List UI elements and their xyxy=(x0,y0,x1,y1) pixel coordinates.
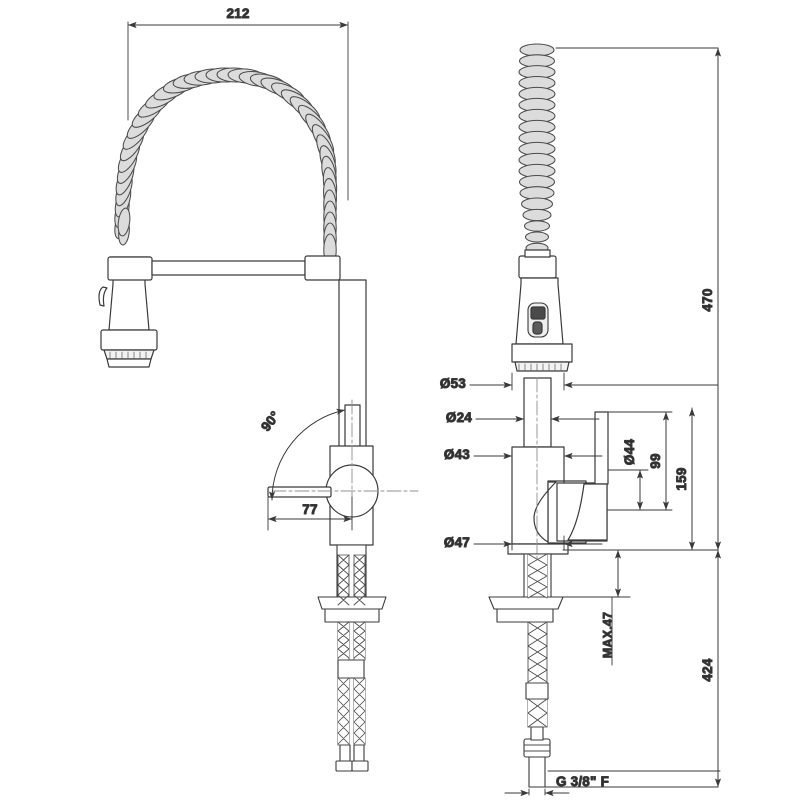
dimension-dia43: Ø43 xyxy=(443,447,603,463)
spray-head-side xyxy=(511,277,573,372)
mixer-body-front xyxy=(267,445,379,546)
dimension-label-77: 77 xyxy=(302,502,317,517)
dimension-dia44: Ø44 xyxy=(607,438,649,511)
deck-and-supply-side xyxy=(488,553,564,788)
dimension-label-max47: MAX.47 xyxy=(601,612,615,658)
dimension-label-dia43: Ø43 xyxy=(444,447,470,462)
spring-hose-coil-side xyxy=(518,43,556,254)
dimension-label-424: 424 xyxy=(700,658,715,681)
dimension-99: 99 xyxy=(594,411,673,511)
dimension-label-dia44: Ø44 xyxy=(622,439,637,465)
side-elevation-view xyxy=(488,43,609,788)
dimension-label-99: 99 xyxy=(648,453,663,468)
dimension-label-dia47: Ø47 xyxy=(444,535,470,550)
dimension-212: 212 xyxy=(127,6,349,201)
dimension-label-thread: G 3/8" F xyxy=(556,774,609,789)
dimension-layer: 212 90° 77 Ø53 Ø24 xyxy=(127,6,722,797)
dimension-thread-callout: G 3/8" F xyxy=(504,770,721,797)
dimension-424: 424 xyxy=(544,549,722,788)
dimension-label-dia24: Ø24 xyxy=(446,410,472,425)
dimension-470: 470 xyxy=(555,47,722,551)
spout-arm-front xyxy=(107,255,341,281)
dimension-max47: MAX.47 xyxy=(562,549,631,666)
dimension-label-470: 470 xyxy=(700,288,715,311)
dimension-77: 77 xyxy=(267,496,353,531)
dimension-dia24: Ø24 xyxy=(445,377,600,426)
dimension-label-90deg: 90° xyxy=(258,408,283,434)
dimension-dia47: Ø47 xyxy=(443,535,603,551)
hose-collar-side xyxy=(518,249,557,279)
dimension-159: 159 xyxy=(674,407,696,551)
spring-hose-coil-front xyxy=(114,67,338,267)
dimension-label-212: 212 xyxy=(226,6,249,21)
mixer-body-side xyxy=(507,377,609,555)
deck-and-supply-front xyxy=(317,544,387,772)
front-elevation-view xyxy=(98,67,419,772)
spray-mode-button[interactable] xyxy=(527,302,549,338)
dimension-label-159: 159 xyxy=(674,467,689,490)
dimension-label-dia53: Ø53 xyxy=(440,376,466,391)
dimension-dia53: Ø53 xyxy=(439,372,719,392)
